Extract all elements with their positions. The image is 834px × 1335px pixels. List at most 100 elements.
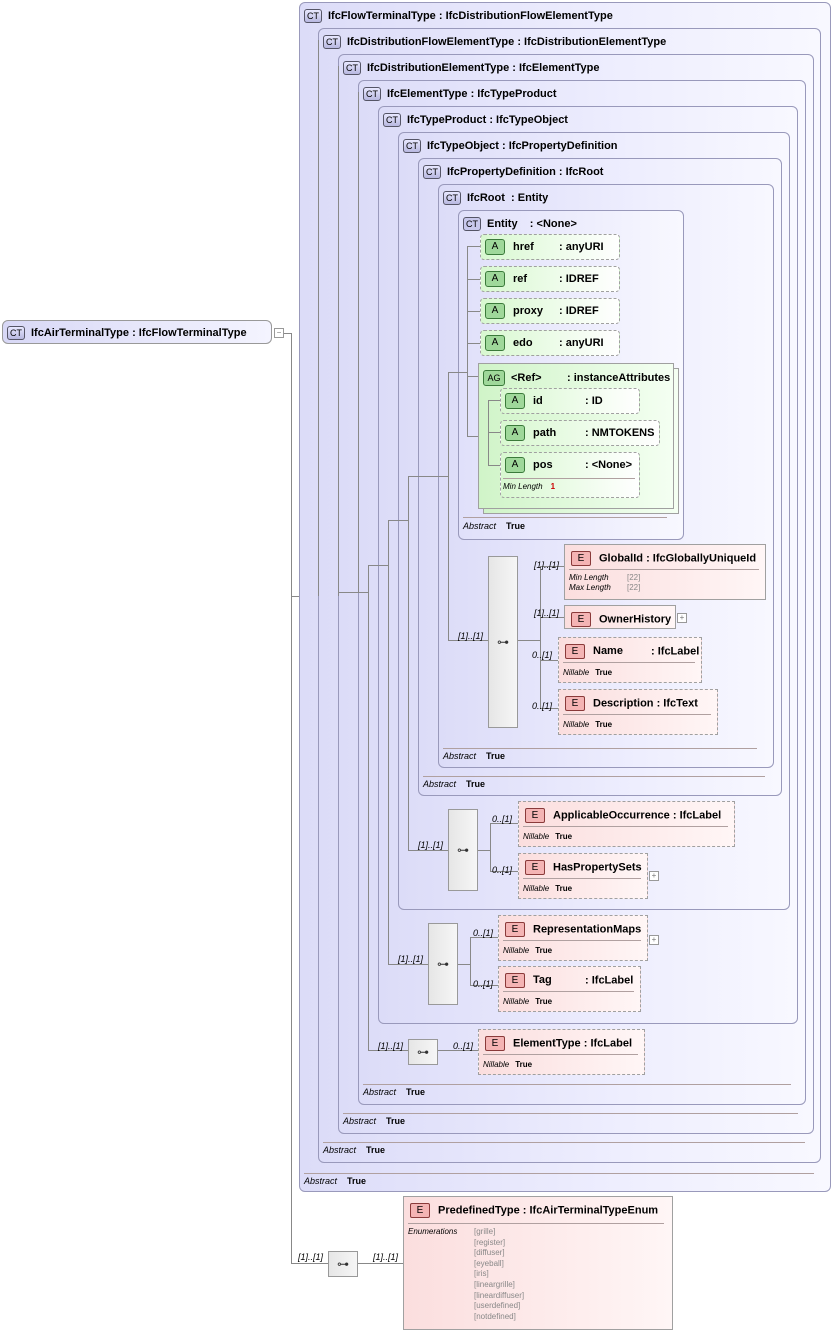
element-name: RepresentationMaps xyxy=(533,923,642,936)
element-icon: E xyxy=(571,551,591,566)
complex-type-icon: CT xyxy=(343,61,361,75)
attr-type: : IDREF xyxy=(559,305,599,317)
cardinality: 0..[1] xyxy=(492,814,513,824)
collapse-icon[interactable]: − xyxy=(274,328,284,338)
type-name: IfcTypeProduct xyxy=(407,113,487,126)
sequence-compositor[interactable]: ⊶ xyxy=(448,809,478,891)
type-base: : IfcElementType xyxy=(512,61,600,74)
complex-type-icon: CT xyxy=(304,9,322,23)
sequence-icon: ⊶ xyxy=(457,843,469,857)
type-base: : IfcDistributionElementType xyxy=(517,35,667,48)
element-icon: E xyxy=(485,1036,505,1051)
attr-name: proxy xyxy=(513,305,543,317)
element-name: OwnerHistory xyxy=(599,613,672,626)
element-icon: E xyxy=(565,696,585,711)
cardinality: [1]..[1] xyxy=(534,608,560,618)
sequence-compositor[interactable]: ⊶ xyxy=(428,923,458,1005)
prop-label: Nillable xyxy=(523,832,550,841)
abstract-label: Abstract xyxy=(443,751,477,761)
type-name: IfcRoot xyxy=(467,191,505,204)
attribute-icon: A xyxy=(485,335,505,352)
cardinality: [1]..[1] xyxy=(378,1041,404,1051)
element-globalid[interactable]: E GlobalId : IfcGloballyUniqueId Min Leng… xyxy=(564,544,766,600)
enumeration-value: [notdefined] xyxy=(474,1311,516,1321)
type-name: IfcTypeObject xyxy=(427,139,499,152)
enumeration-value: [lineargrille] xyxy=(474,1279,515,1289)
expand-icon[interactable]: + xyxy=(677,613,687,623)
abstract-value: True xyxy=(506,521,526,531)
root-type-name: IfcAirTerminalType xyxy=(31,326,130,339)
element-type: : IfcGloballyUniqueId xyxy=(646,552,757,565)
complex-type-icon: CT xyxy=(443,191,461,205)
prop-value: [22] xyxy=(627,573,641,582)
abstract-value: True xyxy=(366,1145,386,1155)
cardinality: [1]..[1] xyxy=(458,631,484,641)
prop-label: Min Length xyxy=(503,482,543,491)
type-base: : Entity xyxy=(511,191,549,204)
abstract-value: True xyxy=(486,751,506,761)
abstract-label: Abstract xyxy=(423,779,457,789)
element-icon: E xyxy=(525,860,545,875)
attr-type: : anyURI xyxy=(559,241,604,253)
abstract-value: True xyxy=(347,1176,367,1186)
element-name: ApplicableOccurrence xyxy=(553,809,670,822)
element-name: GlobalId xyxy=(599,552,643,565)
expand-icon[interactable]: + xyxy=(649,871,659,881)
element-icon: E xyxy=(505,922,525,937)
sequence-compositor[interactable]: ⊶ xyxy=(488,556,518,728)
abstract-label: Abstract xyxy=(363,1087,397,1097)
element-name: HasPropertySets xyxy=(553,861,642,874)
attr-type: : ID xyxy=(585,395,603,407)
sequence-icon: ⊶ xyxy=(437,957,449,971)
attribute-icon: A xyxy=(505,457,525,474)
complex-type-icon: CT xyxy=(403,139,421,153)
complex-type-icon: CT xyxy=(423,165,441,179)
enumeration-value: [userdefined] xyxy=(474,1301,521,1311)
prop-label: Nillable xyxy=(503,946,530,955)
prop-value: True xyxy=(515,1060,533,1069)
prop-value: [22] xyxy=(627,583,641,592)
element-type: : IfcAirTerminalTypeEnum xyxy=(522,1204,659,1217)
prop-value: True xyxy=(595,668,613,677)
type-base: : IfcTypeObject xyxy=(489,113,568,126)
sequence-compositor[interactable]: ⊶ xyxy=(328,1251,358,1277)
prop-value: True xyxy=(555,884,573,893)
cardinality: [1]..[1] xyxy=(534,560,560,570)
element-name: ElementType xyxy=(513,1037,581,1050)
type-name: IfcPropertyDefinition xyxy=(447,165,556,178)
abstract-label: Abstract xyxy=(323,1145,357,1155)
prop-label: Nillable xyxy=(523,884,550,893)
element-icon: E xyxy=(525,808,545,823)
element-haspropertysets[interactable]: E HasPropertySets Nillable True xyxy=(518,853,648,899)
cardinality: 0..[1] xyxy=(473,979,494,989)
enumeration-value: [iris] xyxy=(474,1269,489,1279)
attr-name: href xyxy=(513,241,534,253)
type-name: IfcDistributionElementType xyxy=(367,61,510,74)
element-representationmaps[interactable]: E RepresentationMaps Nillable True xyxy=(498,915,648,961)
prop-value: True xyxy=(535,946,553,955)
element-type: : IfcText xyxy=(656,697,698,710)
attribute-icon: A xyxy=(505,425,525,442)
element-icon: E xyxy=(410,1203,430,1218)
prop-label: Max Length xyxy=(569,583,611,592)
prop-label: Min Length xyxy=(569,573,609,582)
sequence-icon: ⊶ xyxy=(337,1257,349,1271)
expand-icon[interactable]: + xyxy=(649,935,659,945)
sequence-compositor[interactable]: ⊶ xyxy=(408,1039,438,1065)
complex-type-icon: CT xyxy=(363,87,381,101)
